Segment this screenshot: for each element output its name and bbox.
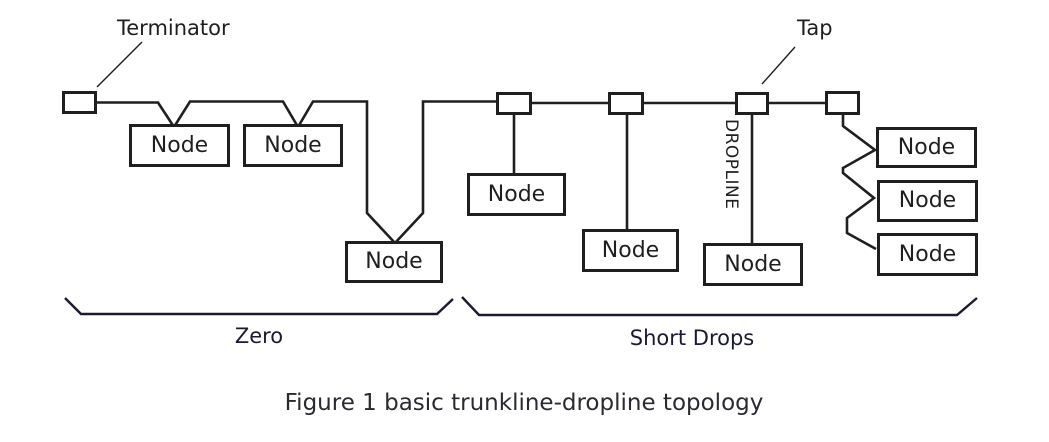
terminator-box <box>62 91 97 114</box>
node-label: Node <box>724 251 782 277</box>
node-label: Node <box>487 181 546 207</box>
node-box-8: Node <box>877 180 978 222</box>
dropline-label: DROPLINE <box>721 119 741 210</box>
short-drops-brace <box>461 296 978 317</box>
node-label: Node <box>898 241 957 267</box>
node-box-6: Node <box>703 243 803 286</box>
tap-box-1 <box>496 92 532 115</box>
node-label: Node <box>365 249 423 274</box>
tap-label: Tap <box>797 16 833 40</box>
node-box-4: Node <box>467 173 566 216</box>
node-box-3: Node <box>345 241 443 283</box>
short-drops-section-label: Short Drops <box>629 326 755 350</box>
node-label: Node <box>264 132 322 158</box>
node-box-2: Node <box>243 124 343 167</box>
node-label: Node <box>898 188 957 213</box>
terminator-label: Terminator <box>117 16 230 40</box>
trunkline <box>97 100 496 245</box>
node-box-1: Node <box>129 124 230 167</box>
zero-brace <box>64 297 454 316</box>
zero-section-label: Zero <box>234 324 284 348</box>
node-label: Node <box>601 237 660 263</box>
daisy-chain-zigzag <box>841 114 878 251</box>
node-label: Node <box>897 134 956 160</box>
tap-box-4 <box>825 91 860 115</box>
tap-box-2 <box>608 92 644 115</box>
tap-box-3 <box>735 92 769 115</box>
terminator-leader-line <box>96 41 143 88</box>
node-box-9: Node <box>877 233 978 276</box>
node-box-5: Node <box>582 229 679 272</box>
node-label: Node <box>150 132 209 158</box>
node-box-7: Node <box>876 127 977 168</box>
figure-caption: Figure 1 basic trunkline-dropline topolo… <box>284 390 764 416</box>
tap-leader-line <box>761 46 796 85</box>
